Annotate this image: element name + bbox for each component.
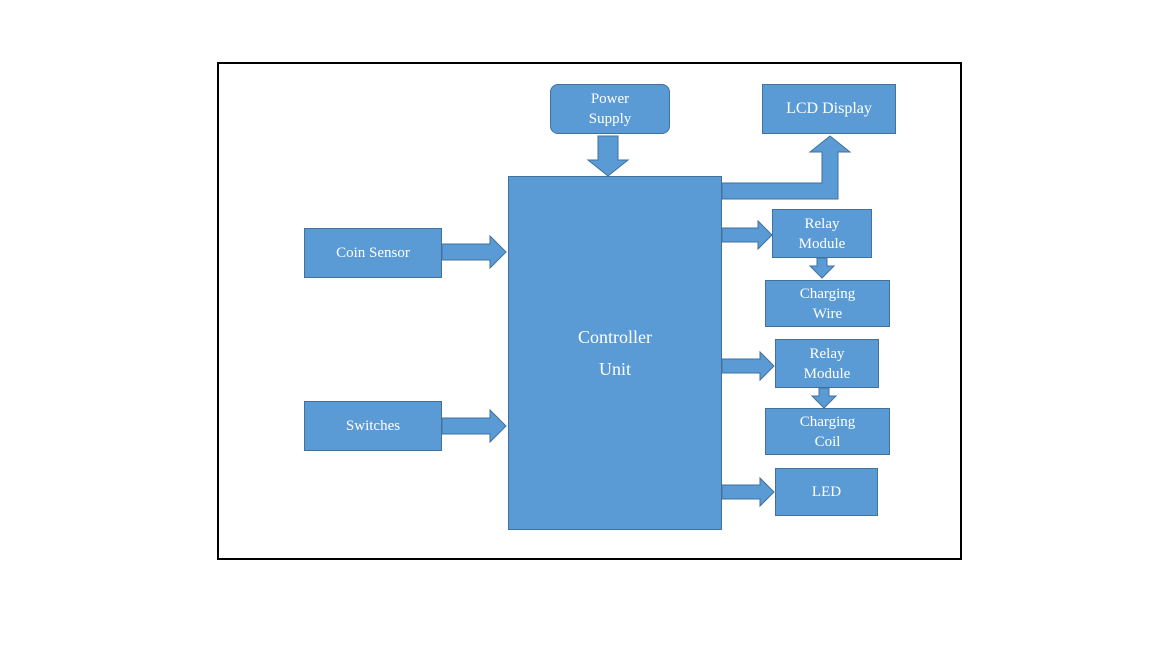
relay-module-1-block: Relay Module bbox=[772, 209, 872, 258]
controller-unit-block: Controller Unit bbox=[508, 176, 722, 530]
charging-wire-block: Charging Wire bbox=[765, 280, 890, 327]
charging-coil-block: Charging Coil bbox=[765, 408, 890, 455]
controller-unit-label: Controller Unit bbox=[578, 327, 652, 379]
switches-block: Switches bbox=[304, 401, 442, 451]
charging-wire-label: Charging Wire bbox=[799, 285, 856, 322]
coin-sensor-label: Coin Sensor bbox=[336, 245, 410, 261]
led-block: LED bbox=[775, 468, 878, 516]
power-supply-label: Power Supply bbox=[588, 91, 632, 127]
charging-coil-label: Charging Coil bbox=[799, 413, 856, 450]
switches-label: Switches bbox=[345, 418, 401, 434]
relay-module-2-label: Relay Module bbox=[803, 345, 851, 382]
coin-sensor-block: Coin Sensor bbox=[304, 228, 442, 278]
led-label: LED bbox=[811, 484, 842, 500]
power-supply-block: Power Supply bbox=[550, 84, 670, 134]
relay-module-2-block: Relay Module bbox=[775, 339, 879, 388]
lcd-display-block: LCD Display bbox=[762, 84, 896, 134]
lcd-display-label: LCD Display bbox=[786, 100, 872, 117]
relay-module-1-label: Relay Module bbox=[798, 215, 846, 252]
